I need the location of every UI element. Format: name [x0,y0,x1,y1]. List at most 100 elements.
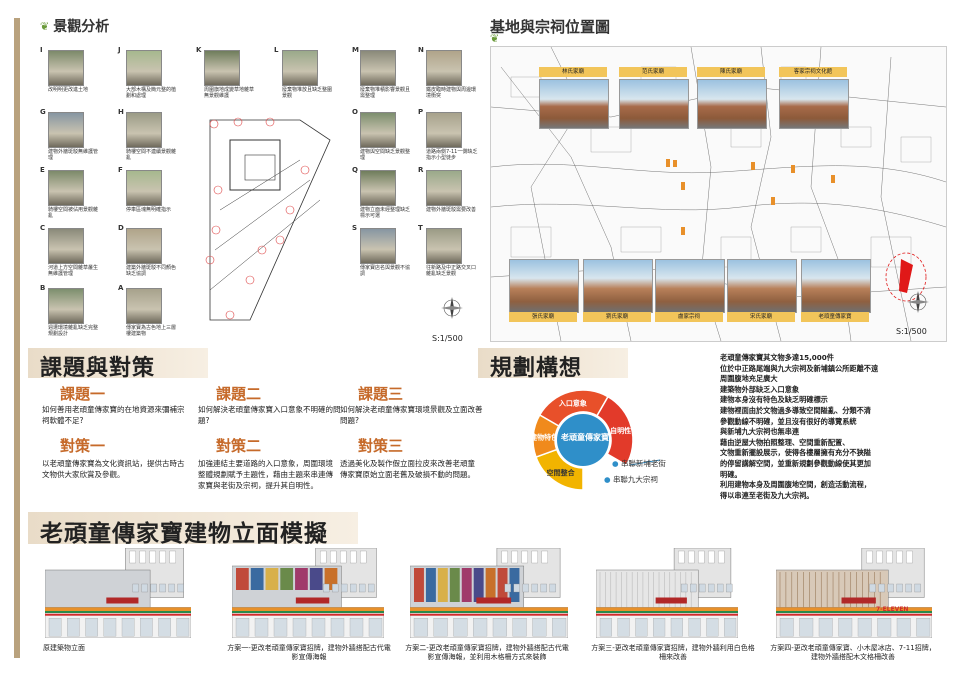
temple-photo [619,79,689,129]
segment-identity [595,395,634,467]
issues-title-bg [28,348,208,378]
planning-line: 文物重新擺設展示，使得各樓層擁有充分不狹隘 [720,448,871,458]
photo-caption: 廢棄物堆放且缺乏整圍景觀 [282,87,333,99]
planning-line: 藉由逆屋大物拍照整理、空間重新配置、 [720,437,850,447]
temple-photo [779,79,849,129]
planning-line: 參觀動線不明確，並且沒有很好的導覽系統 [720,416,857,426]
compass-icon [907,291,929,313]
link-line [629,459,660,466]
photo-letter: E [40,166,45,174]
planning-title: 規劃構想 [490,356,583,381]
planning-line: 得以串連至老街及九大宗祠。 [720,490,814,500]
planning-center: 老頑童傳家寶 [561,433,609,442]
planning-line: 利用建物本身及周圍腹地空間，創造活動流程， [720,480,871,490]
planning-line: 位於中正路尾端與九大宗祠及新埔鎮公所距離不遠 [720,363,879,373]
planning-line: 明確。 [720,469,742,479]
photo-letter: K [196,46,202,54]
site-photo [426,170,462,206]
location-title: 基地與宗祠位置圖 ❦ [490,18,611,45]
site-photo [282,50,318,86]
site-photo [48,288,84,324]
temple-label: 范氏家廟 [619,67,687,77]
segment-feature [532,413,560,459]
site-photo [126,112,162,148]
site-photo [126,170,162,206]
photo-letter: S [352,224,358,232]
photo-caption: 周圍旗地成變草地雜草無景觀維護 [204,87,255,99]
photo-caption: 道路兩側7-11一側缺乏指示小型徒步 [426,149,478,161]
photo-caption: 傳家寶為古色地上三層樓建築物 [126,325,177,337]
photo-caption: 大部木構及簡元整的植劃和處理 [126,87,177,99]
facade-drawing [410,548,568,638]
link-old-street: ● 串聯新埔老街 [612,459,666,468]
planning-title-bg [478,348,628,378]
temple-label: 陳氏家廟 [697,67,765,77]
store-sign: 7-ELEVEN [876,606,909,613]
leaf-icon: ❦ [490,32,500,45]
site-photo [48,228,84,264]
temple-photo [509,259,579,313]
temple-photo [697,79,767,129]
link-ancestral-halls: ● 串聯九大宗祠 [604,475,658,484]
facade-drawing [232,548,384,638]
photo-caption: 建物立面未經整理缺乏標示可選 [360,207,411,219]
segment-label: 空間整合 [547,468,576,477]
photo-letter: O [352,108,358,116]
landscape-scale: S:1/500 [432,334,463,343]
temple-label: 宋氏家廟 [727,312,795,322]
photo-caption: 騎樓空間被佔用景觀雜亂 [48,207,99,219]
planning-line: 建物本身沒有特色及缺乏明確標示 [720,395,828,405]
leaf-icon: ❦ [40,19,50,33]
photo-caption: 建物與空間缺乏景觀整理 [360,149,411,161]
facade-title: 老頑童傳家寶建物立面模擬 [40,521,328,547]
photo-caption: 往新路及中正路交叉口雜亂缺乏景觀 [426,265,477,277]
photo-caption: 建築外牆斑駁不同顏色缺乏協調 [126,265,177,277]
temple-photo [801,259,871,313]
segment-label: 自明性 [610,426,631,435]
photo-caption: 週遭環境雜亂缺乏完整規劃設計 [48,325,99,337]
site-photo [360,170,396,206]
photo-letter: A [118,284,124,292]
photo-letter: L [274,46,279,54]
photo-letter: P [418,108,424,116]
photo-letter: J [118,46,121,54]
landscape-title: ❦ 景觀分析 [40,19,110,35]
site-photo [360,112,396,148]
photo-caption: 停車區塊無明確指示 [126,207,172,213]
landscape-site-plan [205,117,331,321]
photo-letter: D [118,224,124,232]
site-photo [126,228,162,264]
site-photo [360,228,396,264]
site-photo [48,170,84,206]
photo-caption: 建物外牆斑駁無維護管理 [48,149,99,161]
site-photo [426,50,462,86]
segment-label: 建物特色 [530,433,558,442]
facade-caption: 方案四-更改老頑童傳家寶、小木屋冰店、7-11招牌，建物外牆搭配木文格柵改善 [770,644,936,661]
sidebar-accent-bar [14,18,20,658]
photo-letter: N [418,46,424,54]
segment-label: 入口意象 [558,398,587,407]
photo-letter: M [352,46,359,54]
photo-caption: 改明明更改進土地 [48,87,89,93]
facade-drawing [596,548,738,638]
photo-letter: Q [352,166,358,174]
photo-letter: H [118,108,124,116]
planning-line: 建築物外部缺乏入口意象 [720,384,800,394]
temple-label: 老頑童傳家寶 [801,312,869,322]
issues-title: 課題與對策 [40,356,156,381]
photo-letter: F [118,166,123,174]
facade-caption: 方案二-更改老頑童傳家寶招牌，建物外牆搭配古代電影宣傳海報，並利用木格柵方式來裝… [405,644,569,661]
temple-photo [727,259,797,313]
site-photo [126,50,162,86]
circle-icon: ● [604,475,611,484]
compass-icon [441,297,463,319]
temple-label: 盧家宗祠 [655,312,723,322]
temple-label: 劉氏家廟 [583,312,651,322]
facade-caption: 原建築物立面 [43,644,85,652]
photo-caption: 鐵皮臨時建物與周邊環境衝突 [426,87,477,99]
photo-letter: R [418,166,424,174]
facade-caption: 方案三-更改老頑童傳家寶招牌，建物外牆利用白色格柵來改善 [591,644,755,661]
planning-line: 老頑童傳家寶其文物多達15,000件 [720,353,834,362]
facade-drawing [776,548,932,638]
temple-label: 張氏家廟 [509,312,577,322]
